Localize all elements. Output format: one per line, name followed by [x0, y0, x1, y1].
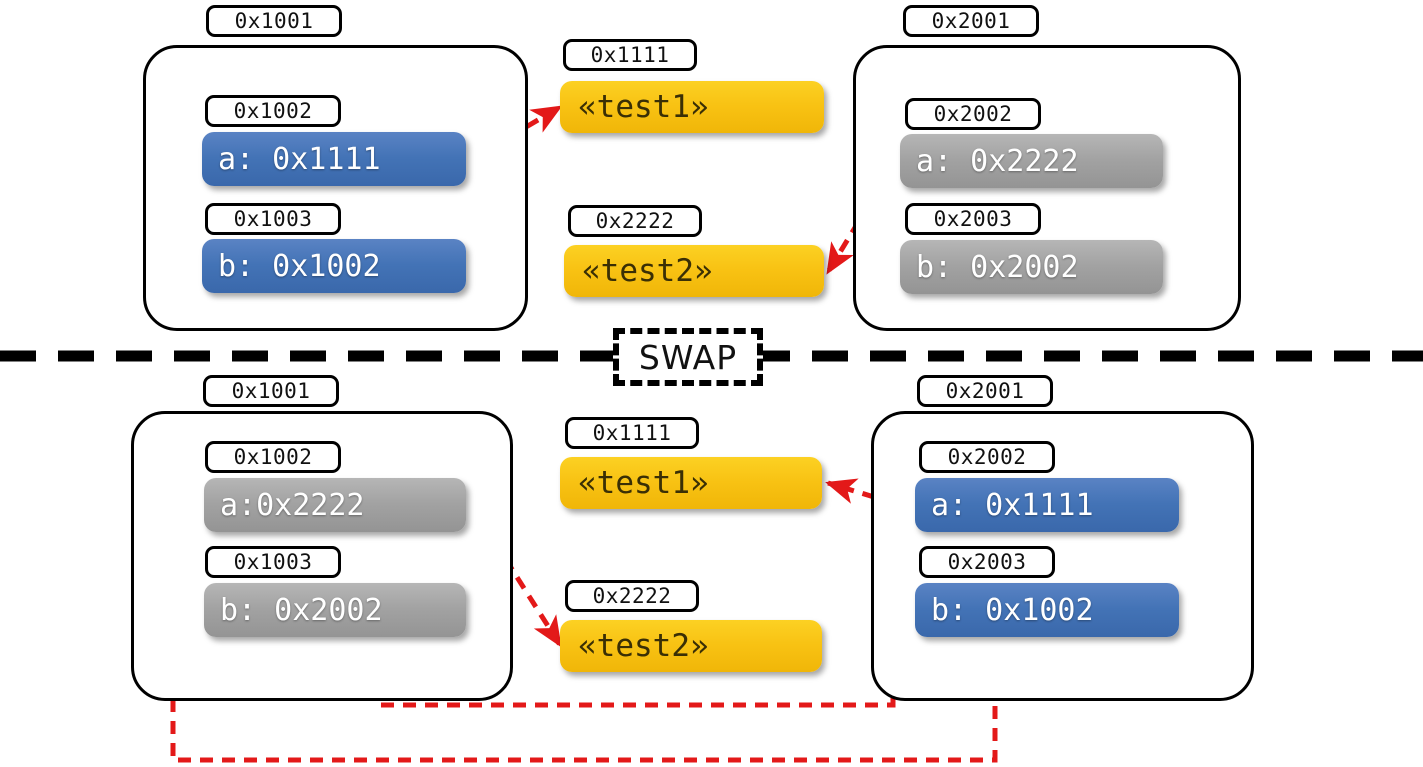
swap-badge: SWAP	[613, 328, 763, 386]
after-object0-chip: «test1»	[560, 457, 822, 509]
after-right-slot0-chip: a: 0x1111	[915, 478, 1179, 532]
before-right-slot1-chip: b: 0x2002	[900, 240, 1163, 294]
after-right-frame-address: 0x2001	[917, 375, 1053, 407]
after-left-slot1-address: 0x1003	[205, 546, 341, 578]
after-left-slot0-address: 0x1002	[205, 441, 341, 473]
before-left-frame-address: 0x1001	[206, 5, 342, 37]
before-left-slot1-chip: b: 0x1002	[202, 239, 466, 293]
before-object1-chip: «test2»	[564, 245, 824, 297]
after-right-slot1-chip: b: 0x1002	[915, 583, 1179, 637]
after-object1-chip: «test2»	[560, 620, 822, 672]
before-object1-address: 0x2222	[568, 205, 702, 237]
before-object0-address: 0x1111	[563, 39, 697, 71]
before-left-slot0-address: 0x1002	[205, 95, 341, 127]
before-right-frame-address: 0x2001	[903, 5, 1039, 37]
after-object0-address: 0x1111	[565, 417, 699, 449]
after-left-slot1-chip: b: 0x2002	[204, 583, 466, 637]
before-object0-chip: «test1»	[560, 81, 824, 133]
after-right-slot0-address: 0x2002	[919, 441, 1055, 473]
before-right-slot0-address: 0x2002	[905, 98, 1041, 130]
before-right-slot1-address: 0x2003	[905, 203, 1041, 235]
after-right-slot1-address: 0x2003	[919, 546, 1055, 578]
after-object1-address: 0x2222	[565, 580, 699, 612]
before-right-slot0-chip: a: 0x2222	[900, 134, 1163, 188]
after-left-slot0-chip: a:0x2222	[204, 478, 466, 532]
before-left-slot0-chip: a: 0x1111	[202, 132, 466, 186]
before-left-slot1-address: 0x1003	[205, 203, 341, 235]
after-left-frame-address: 0x1001	[203, 375, 339, 407]
